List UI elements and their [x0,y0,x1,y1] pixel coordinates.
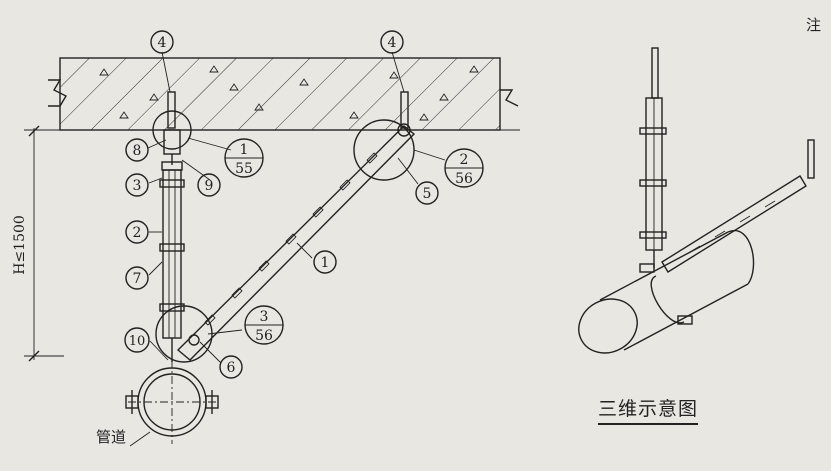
callout-2: 2 [125,220,149,244]
callout-4-right-text: 4 [388,35,397,51]
callout-7: 7 [125,266,149,290]
callout-3: 3 [125,173,149,197]
ref-3-56: 3 56 [244,305,284,345]
note-label: 注 [806,16,822,34]
ref-2-top: 2 [460,152,469,168]
vertical-hanger [152,91,213,363]
callout-6: 6 [219,355,243,379]
callout-4-left-text: 4 [158,35,167,51]
3d-view-caption: 三维示意图 [598,394,699,425]
pipe-clamp [125,360,219,444]
callout-10: 10 [124,327,150,353]
callout-9-text: 9 [205,178,214,194]
callout-8: 8 [125,138,149,162]
callout-5: 5 [415,181,439,205]
callout-7-text: 7 [133,271,142,287]
ref-1-top: 1 [240,142,249,158]
callout-6-text: 6 [227,360,236,376]
detail-circle-top [152,110,192,150]
diagonal-brace [176,91,416,361]
ref-1-55: 1 55 [224,138,264,178]
detail-circle-bottom [155,305,213,363]
callout-3-text: 3 [133,178,142,194]
callout-9: 9 [197,173,221,197]
leader-lines [147,51,446,364]
concrete-slab [30,57,520,131]
callout-4-right: 4 [380,30,404,54]
height-dimension: H≤1500 [12,125,64,362]
callout-1: 1 [313,250,337,274]
callout-2-text: 2 [133,225,142,241]
ref-3-top: 3 [260,309,269,325]
3d-view [578,47,815,354]
callout-8-text: 8 [133,143,142,159]
dimension-label: H≤1500 [12,215,28,275]
callout-4-left: 4 [150,30,174,54]
callout-10-text: 10 [129,334,146,349]
pipe-label: 管道 [96,428,126,446]
callout-1-text: 1 [321,255,330,271]
ref-2-bottom: 56 [455,171,473,187]
ref-1-bottom: 55 [235,161,253,177]
ref-2-56: 2 56 [444,148,484,188]
callout-5-text: 5 [423,186,432,202]
ref-3-bottom: 56 [255,328,273,344]
